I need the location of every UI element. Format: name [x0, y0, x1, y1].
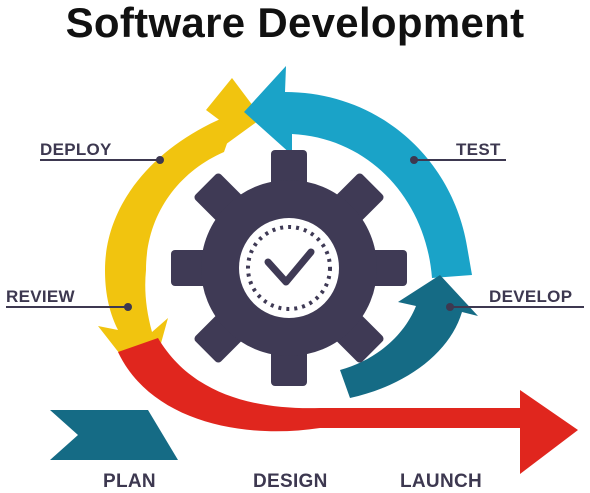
develop-label: DEVELOP: [489, 287, 572, 306]
label-deploy: DEPLOY: [40, 140, 164, 164]
plan-arrow-tail: [50, 410, 178, 460]
gear-icon: [171, 150, 407, 386]
checkmark-icon: [264, 248, 315, 286]
test-label: TEST: [456, 140, 501, 159]
yellow-cycle-arrow: [98, 112, 238, 390]
review-label: REVIEW: [6, 287, 76, 306]
label-test: TEST: [410, 140, 506, 164]
design-label: DESIGN: [253, 471, 328, 492]
teal-cycle-arrow: [340, 275, 478, 398]
launch-label: LAUNCH: [400, 471, 482, 492]
deploy-label: DEPLOY: [40, 140, 112, 159]
launch-arrow: [118, 338, 578, 474]
blue-cycle-arrow: [244, 66, 472, 278]
label-review: REVIEW: [6, 287, 132, 311]
page-title: Software Development: [65, 0, 525, 46]
yellow-arrow-head: [206, 78, 262, 150]
label-develop: DEVELOP: [446, 287, 584, 311]
plan-label: PLAN: [103, 471, 156, 492]
